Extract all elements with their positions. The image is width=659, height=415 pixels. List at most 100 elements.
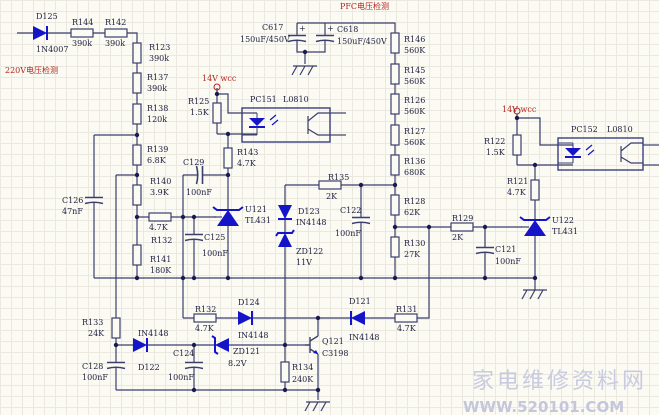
diode-symbol [278,205,292,220]
component-ref: R134 [292,363,313,372]
component-value: 2K [326,192,338,201]
component-value: 150uF/450V [337,37,387,46]
component-ref: R140 [150,177,171,186]
component-value: 8.2V [228,359,247,368]
wire [297,22,396,278]
ground-icon [521,289,547,300]
component-ref: R121 [507,177,528,186]
tl431-symbol [212,206,244,226]
vcc-left-label: 14V wcc [202,74,237,83]
component-value: 47nF [62,207,83,216]
resistor-symbol [104,28,128,38]
resistor-symbol [148,212,172,222]
resistor-symbol [132,144,142,166]
component-value: 1.5K [486,148,506,157]
component-ref: R136 [404,157,425,166]
resistor-symbol [223,147,233,169]
resistor-symbol [530,179,540,201]
component-ref: R143 [237,148,258,157]
resistor-symbol [193,313,217,323]
component-value: 4.7K [397,324,417,333]
component-value: 560K [404,138,426,147]
component-ref: R132 [151,236,172,245]
junction-dot [191,342,197,348]
capacitor-symbol [84,196,104,205]
component-value: 560K [404,77,426,86]
junction-dot [392,182,398,188]
component-value: 560K [404,107,426,116]
junction-dot [180,214,186,220]
junctions [113,49,538,393]
vcc-right-label: 14V wcc [502,105,537,114]
component-value: 11V [296,258,312,267]
junction-dot [191,387,197,393]
resistor-symbol [390,32,400,54]
component-value: IN4148 [238,331,269,340]
junction-dot [482,224,488,230]
component-ref: R122 [484,137,505,146]
resistor-symbol [132,244,142,266]
component-value: 120k [147,115,167,124]
component-ref: D125 [36,12,58,21]
component-ref: D121 [349,297,371,306]
junction-dot [315,315,321,321]
component-value: 240K [292,375,314,384]
component-value: 2K [452,233,464,242]
vcc-terminal-icon [213,83,221,91]
component-ref: R127 [404,127,425,136]
component-ref: ZD122 [296,247,323,256]
resistor-symbol [212,102,222,124]
diode-symbol [350,311,365,325]
component-ref: R128 [404,197,425,206]
junction-dot [134,132,140,138]
component-ref: U121 [245,205,267,214]
junction-dot [134,172,140,178]
component-value: IN4148 [349,333,380,342]
junction-dot [191,275,197,281]
resistor-symbol [132,72,142,94]
junction-dot [191,214,197,220]
junction-dot [225,131,231,137]
component-ref: C129 [183,158,204,167]
resistor-symbol [390,124,400,146]
component-value: 390k [147,84,167,93]
junction-dot [392,224,398,230]
polarity-plus-icon: + [327,24,334,33]
junction-dot [532,275,538,281]
component-value: 180K [150,266,172,275]
component-value: 390k [72,39,92,48]
tl431-symbol [519,216,551,236]
ground-icon [291,65,317,76]
component-value: 100nF [335,229,361,238]
component-value: 62K [404,208,421,217]
resistor-symbol [390,93,400,115]
component-value: 100nF [186,188,212,197]
component-ref: C124 [173,349,194,358]
component-ref: R145 [404,66,425,75]
resistor-symbol [390,194,400,216]
component-value: 560K [404,46,426,55]
component-ref: R133 [82,318,103,327]
component-value: 100nF [82,373,108,382]
capacitor-symbol [287,34,307,43]
junction-dot [214,91,220,97]
junction-dot [302,49,308,55]
watermark-url: WWW.520101.COM [463,398,624,415]
capacitor-symbol [184,361,204,370]
junction-dot [134,214,140,220]
vcc-terminal-icon [513,107,521,115]
component-ref: R139 [147,145,168,154]
resistor-symbol [70,28,94,38]
component-ref: R126 [404,96,425,105]
resistor-symbol [132,184,142,206]
component-value: 24K [88,329,105,338]
capacitor-symbol [195,165,204,185]
component-ref: C128 [82,362,103,371]
resistor-symbol [512,134,522,156]
optocoupler-symbol [241,107,331,143]
component-ref: R142 [105,18,126,27]
component-ref: C618 [337,25,358,34]
junction-dot [392,275,398,281]
junction-dot [514,115,520,121]
